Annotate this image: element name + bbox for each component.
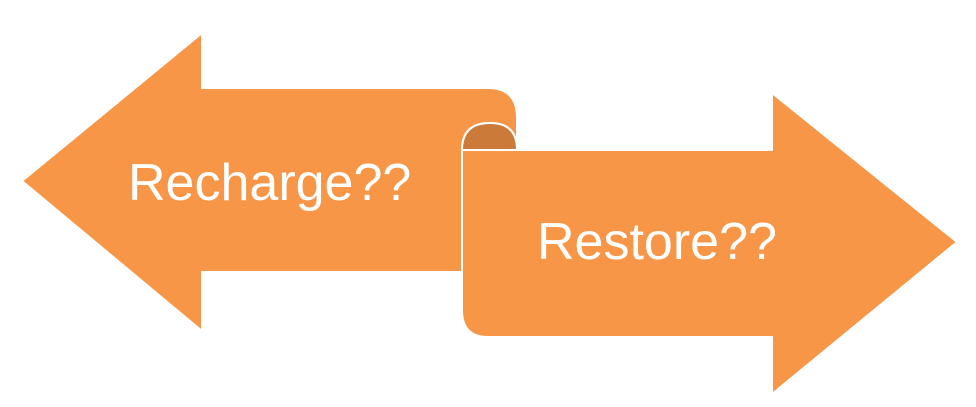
left-arrow-label: Recharge?? [128, 154, 412, 212]
right-arrow-shape [461, 92, 958, 395]
right-arrow-label: Restore?? [537, 213, 777, 271]
